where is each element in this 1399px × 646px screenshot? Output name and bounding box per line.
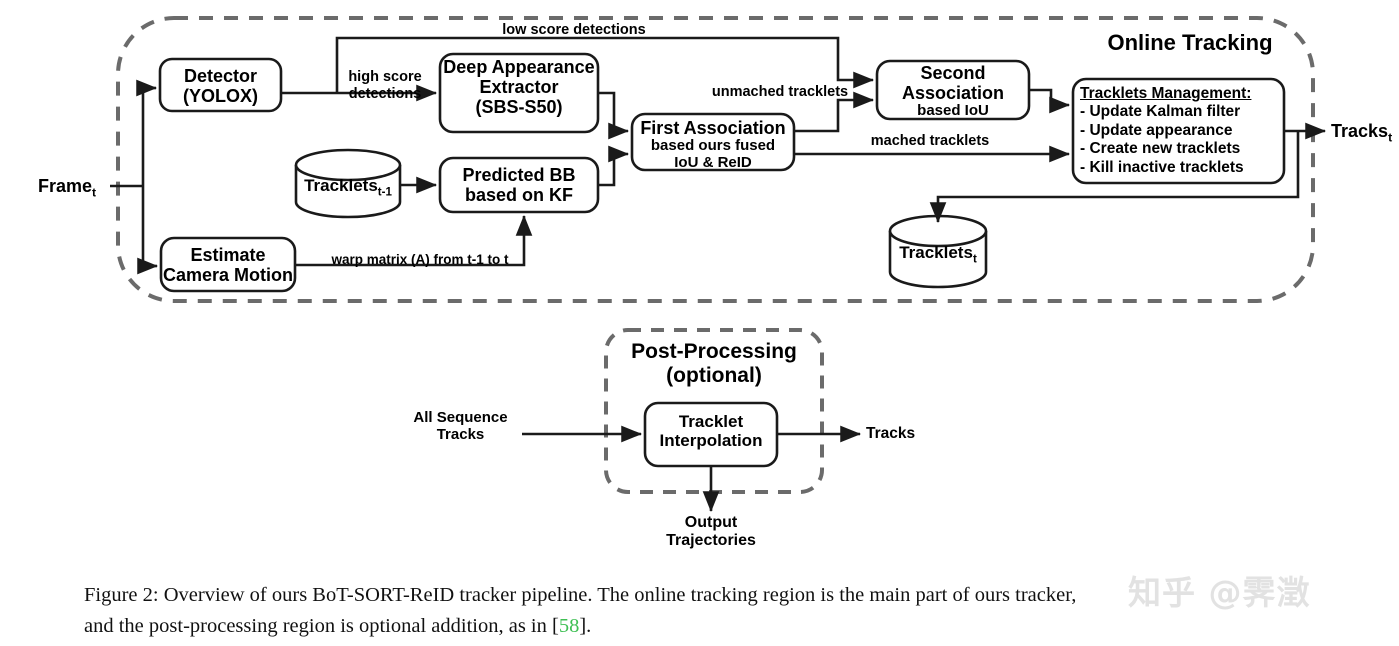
tracklets-management-item-1: - Update appearance <box>1080 121 1233 139</box>
post-processing-title-line1: Post-Processing <box>631 340 797 363</box>
caption-line-1: Figure 2: Overview of ours BoT-SORT-ReID… <box>84 584 1077 606</box>
high-score-detections-line2: detections <box>348 85 422 102</box>
caption-citation: 58 <box>558 614 580 637</box>
tracks-output-label: Tracks <box>866 425 916 442</box>
edge-extractor-to-first-association <box>598 91 630 140</box>
tracklets-management-label: Tracklets Management: - Update Kalman fi… <box>1080 85 1284 177</box>
all-sequence-tracks-label: All Sequence Tracks <box>393 409 528 444</box>
edge-unmached-tracklets <box>794 91 875 133</box>
frame-input-label: Framet <box>38 176 96 200</box>
tracks-t-output-sub: t <box>1388 130 1393 145</box>
all-sequence-tracks-line1: All Sequence <box>413 409 508 426</box>
edge-low-score-detections <box>335 36 875 93</box>
tracklets-management-item-3: - Kill inactive tracklets <box>1080 158 1244 176</box>
output-trajectories-label: Output Trajectories <box>631 514 791 551</box>
extractor-box <box>438 52 600 134</box>
camera-motion-box <box>159 236 297 293</box>
frame-input-sub: t <box>92 185 97 200</box>
mached-tracklets-label: mached tracklets <box>870 133 990 149</box>
tracklets-cur-cylinder <box>888 214 988 289</box>
predicted-bb-box <box>438 156 600 214</box>
low-score-detections-label: low score detections <box>502 22 646 38</box>
edge-predicted-bb-to-first-association <box>598 145 630 187</box>
online-tracking-title: Online Tracking <box>1107 30 1273 55</box>
tracklet-interpolation-box <box>643 401 779 468</box>
edge-second-association-to-management <box>1029 88 1071 114</box>
figure-caption: Figure 2: Overview of ours BoT-SORT-ReID… <box>84 580 1324 642</box>
unmached-tracklets-label: unmached tracklets <box>711 84 849 100</box>
tracklets-management-item-0: - Update Kalman filter <box>1080 103 1241 121</box>
watermark: 知乎 @霁澂 <box>1128 573 1311 612</box>
edge-camera-motion-warp <box>295 214 533 267</box>
first-association-box <box>630 112 796 172</box>
output-trajectories-line2: Trajectories <box>666 532 756 550</box>
detector-box <box>158 57 283 113</box>
caption-line-2-pre: and the post-processing region is option… <box>84 614 559 637</box>
caption-line-2-post: ]. <box>579 614 592 637</box>
warp-matrix-label: warp matrix (A) from t-1 to t <box>331 252 509 267</box>
post-processing-title: Post-Processing (optional) <box>612 340 816 387</box>
high-score-detections-line1: high score <box>348 69 422 85</box>
output-trajectories-line1: Output <box>684 514 738 531</box>
all-sequence-tracks-line2: Tracks <box>436 426 485 444</box>
second-association-box <box>875 59 1031 121</box>
caption-line-2: and the post-processing region is option… <box>84 611 1324 642</box>
post-processing-title-line2: (optional) <box>666 363 762 387</box>
tracklets-management-item-2: - Create new tracklets <box>1080 140 1241 158</box>
frame-input-text: Frame <box>38 176 93 196</box>
tracks-t-output-text: Tracks <box>1331 121 1389 141</box>
high-score-detections-label: high score detections <box>330 69 440 102</box>
edge-management-feedback-to-tracklets <box>929 131 1300 224</box>
online-tracking-region <box>116 16 1315 303</box>
tracklets-management-header: Tracklets Management: <box>1080 85 1252 102</box>
tracks-t-output-label: Trackst <box>1331 121 1392 145</box>
tracklets-prev-cylinder <box>294 148 402 219</box>
